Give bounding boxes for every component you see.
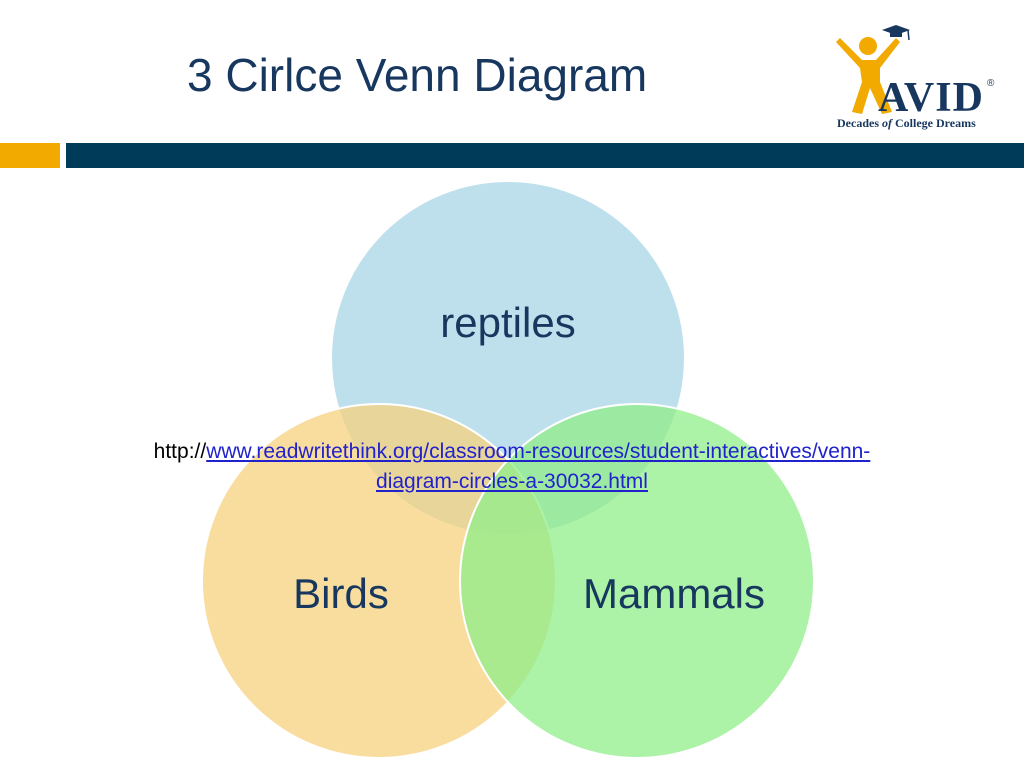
logo-tagline-start: Decades bbox=[837, 116, 882, 130]
header-bar bbox=[66, 143, 1024, 168]
link-prefix: http:// bbox=[153, 440, 207, 463]
source-link-line-2: diagram-circles-a-30032.html bbox=[0, 467, 1024, 497]
source-link-continued[interactable]: diagram-circles-a-30032.html bbox=[376, 470, 648, 493]
venn-label-reptiles: reptiles bbox=[440, 299, 575, 346]
avid-logo-icon bbox=[836, 25, 910, 114]
source-link-line-1: http://www.readwritethink.org/classroom-… bbox=[0, 437, 1024, 467]
logo-wordmark: AVID bbox=[878, 75, 984, 121]
slide-title: 3 Cirlce Venn Diagram bbox=[187, 49, 648, 101]
accent-bar bbox=[0, 143, 60, 168]
logo-tagline-end: College Dreams bbox=[892, 116, 976, 130]
logo-tagline-of: of bbox=[882, 116, 892, 130]
source-link[interactable]: www.readwritethink.org/classroom-resourc… bbox=[206, 440, 871, 463]
venn-label-birds: Birds bbox=[293, 570, 389, 617]
venn-circle-mammals bbox=[459, 403, 815, 759]
logo-registered-mark: ® bbox=[987, 78, 995, 89]
source-link-block: http://www.readwritethink.org/classroom-… bbox=[0, 437, 1024, 497]
venn-label-mammals: Mammals bbox=[583, 570, 765, 617]
logo-tagline: Decades of College Dreams bbox=[837, 116, 976, 131]
